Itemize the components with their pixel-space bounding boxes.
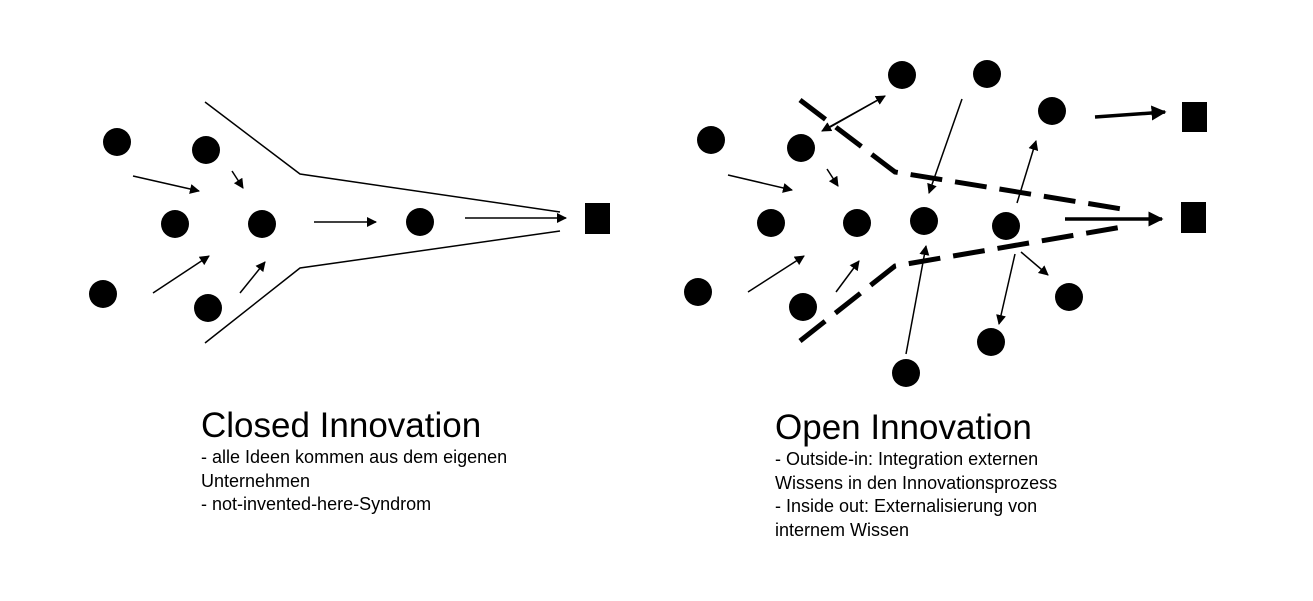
open-arrow — [727, 174, 793, 193]
open-funnel-walls — [798, 98, 1129, 343]
idea-dot — [888, 61, 916, 89]
idea-dot — [1055, 283, 1083, 311]
idea-dot — [787, 134, 815, 162]
idea-dot — [192, 136, 220, 164]
open-funnel-lower-wall — [798, 223, 1129, 343]
open-innovation-point: - Outside-in: Integration externen — [775, 449, 1039, 469]
idea-dot — [892, 359, 920, 387]
closed-innovation-title: Closed Innovation — [201, 406, 482, 445]
idea-dot — [789, 293, 817, 321]
closed-funnel-walls — [204, 101, 561, 344]
open-arrow — [821, 95, 886, 132]
closed-arrow — [152, 255, 210, 294]
closed-innovation-point: - alle Ideen kommen aus dem eigenen — [201, 447, 508, 467]
open-innovation-title: Open Innovation — [775, 408, 1032, 447]
closed-innovation-point: Unternehmen — [201, 470, 311, 491]
closed-innovation-point: - not-invented-here-Syndrom — [201, 494, 432, 514]
open-arrow — [1016, 140, 1039, 204]
idea-dot — [843, 209, 871, 237]
idea-dot — [697, 126, 725, 154]
open-product-square — [1181, 202, 1206, 233]
open-arrow — [835, 260, 860, 293]
open-product-squares — [1181, 102, 1207, 233]
open-innovation-point: internem Wissen — [775, 519, 910, 540]
open-funnel-upper-wall — [798, 98, 1129, 213]
idea-dot — [910, 207, 938, 235]
idea-dot — [973, 60, 1001, 88]
open-arrow — [996, 253, 1016, 325]
closed-arrow — [239, 261, 266, 294]
idea-dot — [1038, 97, 1066, 125]
open-arrow — [1020, 251, 1049, 276]
idea-dot — [992, 212, 1020, 240]
closed-arrow — [132, 175, 200, 194]
idea-dot — [89, 280, 117, 308]
closed-funnel-lower-wall — [204, 230, 561, 344]
open-idea-dots — [684, 60, 1083, 387]
idea-dot — [757, 209, 785, 237]
idea-dot — [406, 208, 434, 236]
idea-dot — [194, 294, 222, 322]
closed-idea-dots — [89, 128, 434, 322]
open-output-arrows — [1065, 105, 1167, 227]
open-innovation-funnel — [684, 60, 1207, 387]
closed-product-square — [585, 203, 610, 234]
open-arrow — [927, 98, 963, 194]
open-arrows — [727, 95, 1049, 355]
idea-dot — [161, 210, 189, 238]
idea-dot — [103, 128, 131, 156]
idea-dot — [684, 278, 712, 306]
open-product-square — [1182, 102, 1207, 132]
closed-funnel-upper-wall — [204, 101, 561, 213]
idea-dot — [977, 328, 1005, 356]
open-arrow — [747, 255, 805, 293]
closed-arrow — [231, 170, 244, 189]
open-arrow — [905, 245, 930, 355]
open-output-arrow — [1094, 105, 1167, 121]
open-arrow — [826, 168, 839, 187]
open-innovation-point: Wissens in den Innovationsprozess — [775, 472, 1058, 493]
open-innovation-caption: Open Innovation - Outside-in: Integratio… — [775, 408, 1057, 542]
closed-innovation-caption: Closed Innovation - alle Ideen kommen au… — [201, 406, 507, 517]
closed-innovation-funnel — [89, 101, 610, 344]
idea-dot — [248, 210, 276, 238]
closed-arrows — [132, 170, 567, 294]
open-innovation-point: - Inside out: Externalisierung von — [775, 496, 1038, 516]
